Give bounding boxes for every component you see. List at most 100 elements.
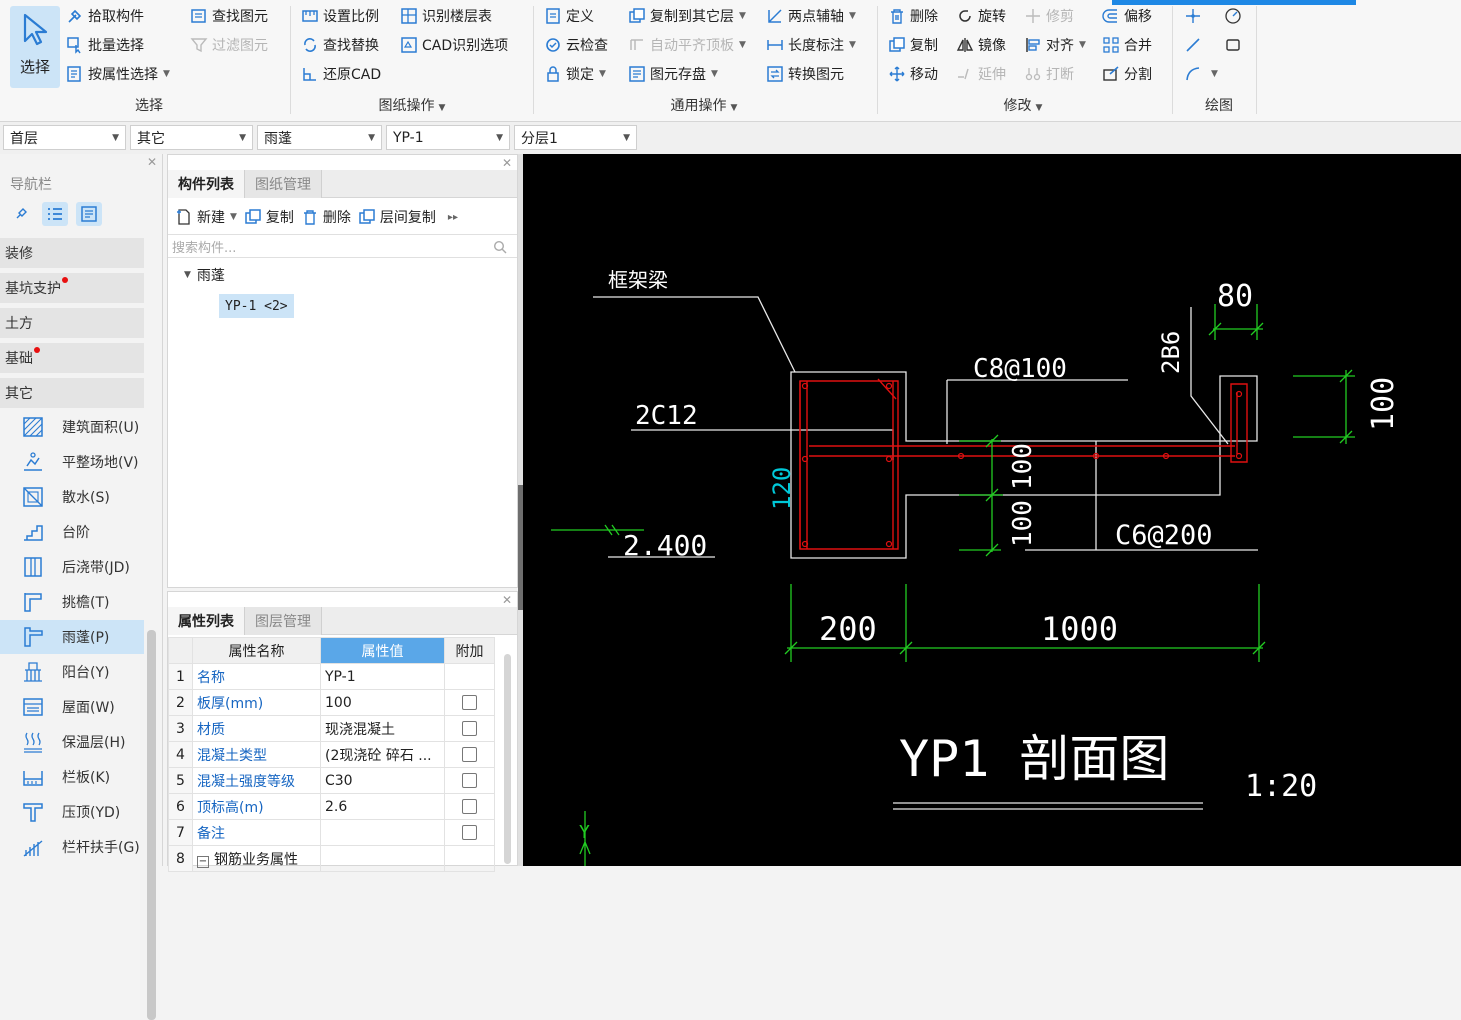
element-storage-button[interactable]: 图元存盘▼ bbox=[628, 62, 718, 86]
two-point-aux-button[interactable]: 两点辅轴▼ bbox=[766, 4, 856, 28]
component-search[interactable]: 搜索构件... bbox=[168, 234, 517, 258]
property-value[interactable]: 2.6 bbox=[320, 793, 445, 820]
cad-drawing-canvas[interactable]: 框架梁 80 2B6 C8@100 2C12 100 120 100 100 2… bbox=[523, 154, 1461, 866]
column-header-value[interactable]: 属性值 bbox=[320, 637, 445, 664]
select-button[interactable]: 选择 bbox=[10, 6, 60, 88]
nav-category-pit-support[interactable]: 基坑支护 bbox=[0, 273, 144, 303]
close-icon[interactable]: ✕ bbox=[502, 593, 513, 607]
extend-button[interactable]: 延伸 bbox=[956, 62, 1006, 86]
draw-point-button[interactable] bbox=[1184, 4, 1206, 28]
close-icon[interactable]: ✕ bbox=[147, 155, 158, 169]
offset-button[interactable]: 偏移 bbox=[1102, 4, 1152, 28]
nav-item-railing[interactable]: 栏杆扶手(G) bbox=[0, 830, 144, 864]
restore-cad-button[interactable]: 还原CAD bbox=[301, 62, 381, 86]
nav-category-decoration[interactable]: 装修 bbox=[0, 238, 144, 268]
define-button[interactable]: 定义 bbox=[544, 4, 594, 28]
nav-category-other[interactable]: 其它 bbox=[0, 378, 144, 408]
nav-item-balcony[interactable]: 阳台(Y) bbox=[0, 655, 144, 689]
find-replace-button[interactable]: 查找替换 bbox=[301, 33, 379, 57]
nav-item-parapet-slab[interactable]: 栏板(K) bbox=[0, 760, 144, 794]
nav-list-view-button[interactable] bbox=[42, 202, 68, 226]
copy-to-other-floor-button[interactable]: 复制到其它层▼ bbox=[628, 4, 746, 28]
nav-category-earthwork[interactable]: 土方 bbox=[0, 308, 144, 338]
property-scrollbar[interactable] bbox=[504, 654, 511, 864]
layer-select[interactable]: 分层1▼ bbox=[514, 125, 637, 150]
nav-detail-view-button[interactable] bbox=[76, 202, 102, 226]
draw-line-button[interactable] bbox=[1184, 33, 1206, 57]
rotate-button[interactable]: 旋转 bbox=[956, 4, 1006, 28]
extra-checkbox[interactable] bbox=[462, 721, 477, 736]
nav-item-cornice[interactable]: 挑檐(T) bbox=[0, 585, 144, 619]
tab-property-list[interactable]: 属性列表 bbox=[168, 607, 245, 635]
property-value[interactable]: 100 bbox=[320, 689, 445, 716]
tab-layer-management[interactable]: 图层管理 bbox=[245, 607, 322, 635]
set-scale-button[interactable]: 设置比例 bbox=[301, 4, 379, 28]
property-value[interactable]: (2现浇砼 碎石 ... bbox=[320, 741, 445, 768]
length-dimension-button[interactable]: 长度标注▼ bbox=[766, 33, 856, 57]
extra-checkbox[interactable] bbox=[462, 773, 477, 788]
extra-checkbox[interactable] bbox=[462, 695, 477, 710]
group-label-common-ops[interactable]: 通用操作▼ bbox=[670, 98, 738, 114]
find-element-button[interactable]: 查找图元 bbox=[190, 4, 268, 28]
filter-element-button[interactable]: 过滤图元 bbox=[190, 33, 268, 57]
floor-select[interactable]: 首层▼ bbox=[3, 125, 126, 150]
component-name-select[interactable]: YP-1▼ bbox=[386, 125, 510, 150]
table-row[interactable]: 8−钢筋业务属性 bbox=[168, 845, 495, 872]
property-value[interactable]: C30 bbox=[320, 767, 445, 794]
nav-item-apron[interactable]: 散水(S) bbox=[0, 480, 144, 514]
copy-component-button[interactable]: 复制 bbox=[244, 205, 294, 229]
nav-item-canopy[interactable]: 雨蓬(P) bbox=[0, 620, 144, 654]
component-type-select[interactable]: 雨蓬▼ bbox=[257, 125, 382, 150]
lock-button[interactable]: 锁定▼ bbox=[544, 62, 606, 86]
batch-select-button[interactable]: 批量选择 bbox=[66, 33, 144, 57]
nav-item-site-leveling[interactable]: 平整场地(V) bbox=[0, 445, 144, 479]
nav-item-coping[interactable]: 压顶(YD) bbox=[0, 795, 144, 829]
new-component-button[interactable]: 新建▼ bbox=[175, 205, 237, 229]
property-value[interactable] bbox=[320, 819, 445, 846]
nav-pin-button[interactable] bbox=[8, 202, 34, 226]
nav-item-roof[interactable]: 屋面(W) bbox=[0, 690, 144, 724]
mirror-button[interactable]: 镜像 bbox=[956, 33, 1006, 57]
tree-expand-icon[interactable]: ▼ bbox=[184, 270, 191, 280]
close-icon[interactable]: ✕ bbox=[502, 156, 513, 170]
group-label-modify[interactable]: 修改▼ bbox=[1003, 98, 1043, 114]
tab-drawing-management[interactable]: 图纸管理 bbox=[245, 170, 322, 198]
group-label-drawing-ops[interactable]: 图纸操作▼ bbox=[378, 98, 446, 114]
delete-button[interactable]: 删除 bbox=[888, 4, 938, 28]
tab-component-list[interactable]: 构件列表 bbox=[168, 170, 245, 198]
draw-arc-button[interactable]: ▼ bbox=[1184, 62, 1218, 86]
nav-category-foundation[interactable]: 基础 bbox=[0, 343, 144, 373]
draw-rectangle-button[interactable] bbox=[1224, 33, 1246, 57]
split-button[interactable]: 分割 bbox=[1102, 62, 1152, 86]
tree-item-yp1[interactable]: YP-1 <2> bbox=[219, 294, 294, 318]
cad-identify-options-button[interactable]: CAD识别选项 bbox=[400, 33, 508, 57]
select-by-attribute-button[interactable]: 按属性选择▼ bbox=[66, 62, 170, 86]
pick-component-button[interactable]: 拾取构件 bbox=[66, 4, 144, 28]
search-input[interactable]: 搜索构件... bbox=[172, 240, 237, 256]
nav-item-insulation[interactable]: 保温层(H) bbox=[0, 725, 144, 759]
extra-checkbox[interactable] bbox=[462, 825, 477, 840]
extra-checkbox[interactable] bbox=[462, 799, 477, 814]
align-button[interactable]: 对齐▼ bbox=[1024, 33, 1086, 57]
tree-node-canopy[interactable]: ▼雨蓬 bbox=[184, 268, 225, 284]
property-value[interactable]: 现浇混凝土 bbox=[320, 715, 445, 742]
cloud-check-button[interactable]: 云检查 bbox=[544, 33, 608, 57]
nav-scrollbar[interactable] bbox=[147, 630, 156, 1020]
nav-item-steps[interactable]: 台阶 bbox=[0, 515, 144, 549]
more-chevron-icon[interactable]: ▸▸ bbox=[447, 211, 458, 223]
merge-button[interactable]: 合并 bbox=[1102, 33, 1152, 57]
draw-circle-button[interactable] bbox=[1224, 4, 1246, 28]
type-select[interactable]: 其它▼ bbox=[130, 125, 253, 150]
identify-floor-table-button[interactable]: 识别楼层表 bbox=[400, 4, 492, 28]
nav-item-building-area[interactable]: 建筑面积(U) bbox=[0, 410, 144, 444]
copy-button[interactable]: 复制 bbox=[888, 33, 938, 57]
floor-copy-button[interactable]: 层间复制 bbox=[358, 205, 436, 229]
break-button[interactable]: 打断 bbox=[1024, 62, 1074, 86]
nav-item-post-pour-strip[interactable]: 后浇带(JD) bbox=[0, 550, 144, 584]
